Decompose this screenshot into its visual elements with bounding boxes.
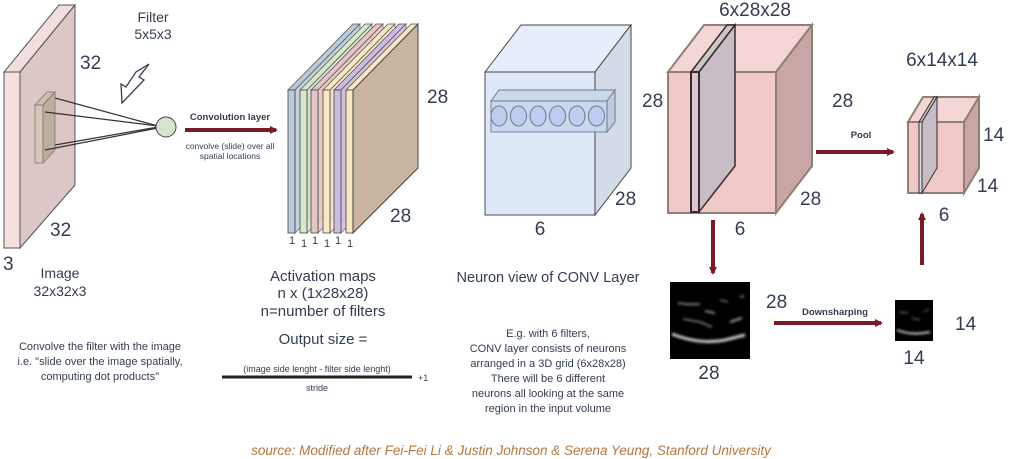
slice-depth-label: 1 bbox=[312, 235, 318, 247]
feature-map-height: 28 bbox=[766, 292, 787, 313]
activation-height-label: 28 bbox=[427, 87, 448, 108]
neuron-circle bbox=[588, 105, 605, 127]
downsample-label: Downsharping bbox=[802, 307, 868, 318]
filter-pointer-arrow-icon bbox=[120, 63, 150, 105]
conv-volume-width: 6 bbox=[735, 219, 746, 240]
formula-plus-one: +1 bbox=[418, 373, 428, 383]
small-feature-map-height: 14 bbox=[955, 314, 977, 335]
conv-volume-dims: 6x28x28 bbox=[719, 0, 791, 21]
neuron-depth-label: 28 bbox=[615, 189, 636, 210]
pooled-volume-height: 14 bbox=[983, 125, 1005, 146]
filter-dims: 5x5x3 bbox=[134, 26, 172, 42]
image-dims: 32x32x3 bbox=[34, 283, 87, 299]
neuron-view-title: Neuron view of CONV Layer bbox=[457, 270, 640, 286]
conv-output-volume bbox=[665, 22, 815, 216]
image-description-line: i.e. "slide over the image spatially, bbox=[17, 356, 182, 368]
image-depth-label: 3 bbox=[3, 254, 14, 275]
image-width-label: 32 bbox=[50, 220, 71, 241]
small-feature-map-image bbox=[895, 300, 933, 341]
neuron-circle bbox=[549, 105, 566, 127]
pooled-volume-dims: 6x14x14 bbox=[906, 50, 978, 71]
pooled-volume-width: 6 bbox=[939, 205, 950, 226]
pooled-volume bbox=[906, 93, 981, 197]
feature-map-image bbox=[670, 282, 750, 359]
convolution-label: Convolution layer bbox=[190, 112, 271, 123]
pooled-volume-depth: 14 bbox=[977, 176, 999, 197]
image-title: Image bbox=[41, 265, 80, 281]
neuron-description-line: neurons all looking at the same bbox=[472, 388, 624, 400]
slice-depth-label: 1 bbox=[289, 235, 295, 247]
neuron-description-line: E.g. with 6 filters, bbox=[506, 328, 590, 340]
neuron-description-line: region in the input volume bbox=[485, 403, 611, 415]
filter-cube bbox=[33, 90, 159, 165]
convolution-sub: spatial locations bbox=[200, 151, 260, 161]
neuron-circle bbox=[568, 105, 586, 127]
activation-shape: n x (1x28x28) bbox=[278, 285, 369, 302]
source-credit: source: Modified after Fei-Fei Li & Just… bbox=[251, 443, 772, 458]
slice-depth-label: 1 bbox=[301, 238, 307, 250]
slice-depth-label: 1 bbox=[347, 238, 353, 250]
image-description-line: computing dot products" bbox=[41, 371, 159, 383]
neuron-description-line: arranged in a 3D grid (6x28x28) bbox=[470, 358, 625, 370]
convolution-sub: convolve (slide) over all bbox=[186, 141, 275, 151]
output-size-label: Output size = bbox=[279, 331, 368, 348]
activation-title: Activation maps bbox=[270, 268, 376, 285]
slice-depth-label: 1 bbox=[324, 238, 330, 250]
slice-depth-label: 1 bbox=[335, 235, 341, 247]
neuron-width-label: 6 bbox=[535, 219, 546, 240]
feature-map-width: 28 bbox=[698, 363, 719, 384]
pool-label: Pool bbox=[851, 130, 872, 141]
conv-volume-depth: 28 bbox=[800, 189, 821, 210]
filter-label: Filter bbox=[137, 9, 168, 25]
small-feature-map-width: 14 bbox=[903, 348, 925, 369]
neuron-height-label: 28 bbox=[642, 91, 663, 112]
neuron-description-line: There will be 6 different bbox=[491, 373, 605, 385]
image-description-line: Convolve the filter with the image bbox=[19, 341, 181, 353]
neuron-circle bbox=[155, 116, 177, 138]
activation-width-label: 28 bbox=[390, 206, 411, 227]
neuron-circle bbox=[529, 105, 547, 127]
activation-n-def: n=number of filters bbox=[261, 303, 386, 320]
neuron-circle bbox=[510, 105, 527, 127]
formula-denominator: stride bbox=[306, 383, 328, 393]
formula-numerator: (image side lenght - filter side lenght) bbox=[243, 364, 391, 374]
conv-volume-height: 28 bbox=[832, 91, 853, 112]
activation-maps-stack bbox=[287, 22, 419, 235]
neuron-circle bbox=[490, 105, 508, 127]
image-height-label: 32 bbox=[80, 53, 101, 74]
neuron-description-line: CONV layer consists of neurons bbox=[470, 343, 627, 355]
neuron-view-cube bbox=[483, 23, 633, 217]
